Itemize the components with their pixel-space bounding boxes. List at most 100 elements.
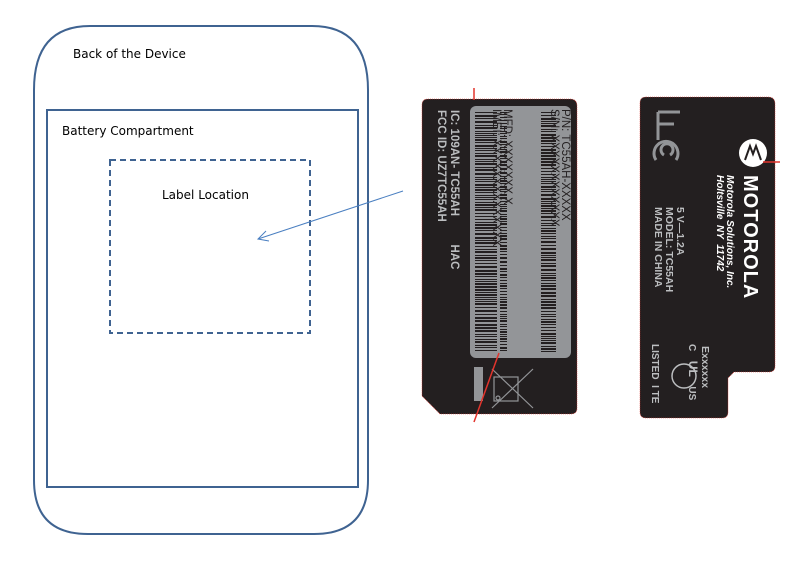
motorola-batwing-logo-icon	[739, 139, 767, 167]
barcode-stripe	[541, 158, 556, 160]
barcode-stripe	[500, 331, 507, 333]
barcode-stripe	[500, 214, 507, 215]
battery-compartment-title: Battery Compartment	[62, 124, 194, 138]
barcode-stripe	[541, 208, 556, 209]
barcode-stripe	[500, 301, 507, 303]
barcode-stripe	[541, 238, 556, 239]
barcode-stripe	[500, 251, 507, 252]
barcode-stripe	[500, 114, 507, 115]
barcode-stripe	[475, 167, 497, 168]
barcode-stripe	[475, 251, 497, 253]
barcode-stripe	[475, 118, 497, 119]
barcode-stripe	[475, 125, 497, 126]
barcode-stripe	[475, 112, 497, 113]
barcode-stripe	[500, 147, 507, 148]
barcode-stripe	[541, 321, 556, 323]
barcode-stripe	[475, 204, 497, 206]
barcode-stripe	[541, 155, 556, 157]
barcode-stripe	[475, 145, 497, 147]
barcode-stripe	[500, 347, 507, 349]
barcode-stripe	[541, 311, 556, 312]
barcode-stripe	[475, 179, 497, 180]
barcode-stripe	[500, 183, 507, 184]
barcode-stripe	[475, 260, 497, 261]
barcode-stripe	[500, 242, 507, 243]
barcode-stripe	[500, 131, 507, 132]
barcode-stripe	[475, 286, 497, 288]
barcode-stripe	[500, 218, 507, 220]
barcode-stripe	[500, 230, 507, 231]
barcode-stripe	[541, 228, 556, 229]
barcode-stripe	[500, 297, 507, 298]
barcode-stripe	[541, 183, 556, 184]
device-title: Back of the Device	[73, 47, 186, 61]
barcode-stripe	[541, 324, 556, 325]
barcode-stripe	[475, 255, 497, 256]
barcode-stripe	[475, 314, 497, 315]
barcode-stripe	[500, 164, 507, 166]
barcode-stripe	[541, 223, 556, 224]
barcode-stripe	[475, 279, 497, 280]
barcode-stripe	[541, 134, 556, 136]
right-label-body	[639, 96, 776, 419]
barcode-stripe	[541, 307, 556, 309]
barcode-stripe	[541, 269, 556, 271]
barcode-stripe	[500, 138, 507, 139]
barcode-stripe	[541, 348, 556, 350]
barcode-stripe	[475, 227, 497, 229]
fcc-logo-icon	[652, 110, 680, 161]
barcode-stripe	[541, 327, 556, 328]
barcode-stripe	[500, 291, 507, 292]
pointer-arrow-head	[256, 230, 270, 242]
barcode-stripe	[475, 336, 497, 337]
barcode-stripe	[475, 222, 497, 223]
barcode-stripe	[541, 273, 556, 274]
barcode-stripe	[500, 311, 507, 312]
barcode-stripe	[541, 233, 556, 234]
barcode-stripe	[500, 238, 507, 240]
barcode-stripe	[475, 273, 497, 275]
barcode-stripe	[541, 174, 556, 175]
barcode-stripe	[500, 155, 507, 157]
barcode-stripe	[541, 131, 556, 132]
barcode-stripe	[475, 233, 497, 235]
barcode-stripe	[500, 133, 507, 134]
barcode-stripe	[541, 280, 556, 281]
battery-compartment-outline	[46, 109, 359, 488]
barcode-stripe	[500, 299, 507, 300]
barcode-stripe	[541, 194, 556, 196]
barcode-stripe	[500, 329, 507, 330]
barcode-stripe	[475, 330, 497, 332]
barcode-stripe	[500, 151, 507, 153]
barcode-stripe	[475, 347, 497, 348]
barcode-stripe	[500, 248, 507, 250]
ul-listing-mark-icon	[671, 363, 697, 389]
barcode-stripe	[500, 280, 507, 281]
barcode-stripe	[541, 351, 556, 352]
barcode-stripe	[500, 271, 507, 272]
barcode-stripe	[475, 310, 497, 312]
barcode-stripe	[500, 136, 507, 137]
barcode-stripe	[541, 299, 556, 300]
barcode-stripe	[541, 333, 556, 335]
barcode-stripe	[541, 263, 556, 264]
barcode-stripe	[541, 230, 556, 232]
barcode-stripe	[541, 143, 556, 144]
barcode-stripe	[500, 257, 507, 259]
barcode-stripe	[500, 294, 507, 295]
barcode-stripe	[500, 350, 507, 351]
barcode-stripe	[475, 195, 497, 196]
barcode-stripe	[541, 216, 556, 218]
barcode-stripe	[541, 241, 556, 243]
barcode-stripe	[475, 209, 497, 211]
barcode-stripe	[475, 307, 497, 308]
barcode-stripe	[475, 216, 497, 217]
barcode-stripe	[541, 275, 556, 276]
barcode-stripe	[541, 171, 556, 172]
barcode-stripe	[475, 189, 497, 191]
barcode-stripe	[475, 276, 497, 277]
barcode-stripe	[500, 189, 507, 190]
barcode-stripe	[500, 180, 507, 182]
barcode-stripe	[500, 223, 507, 225]
